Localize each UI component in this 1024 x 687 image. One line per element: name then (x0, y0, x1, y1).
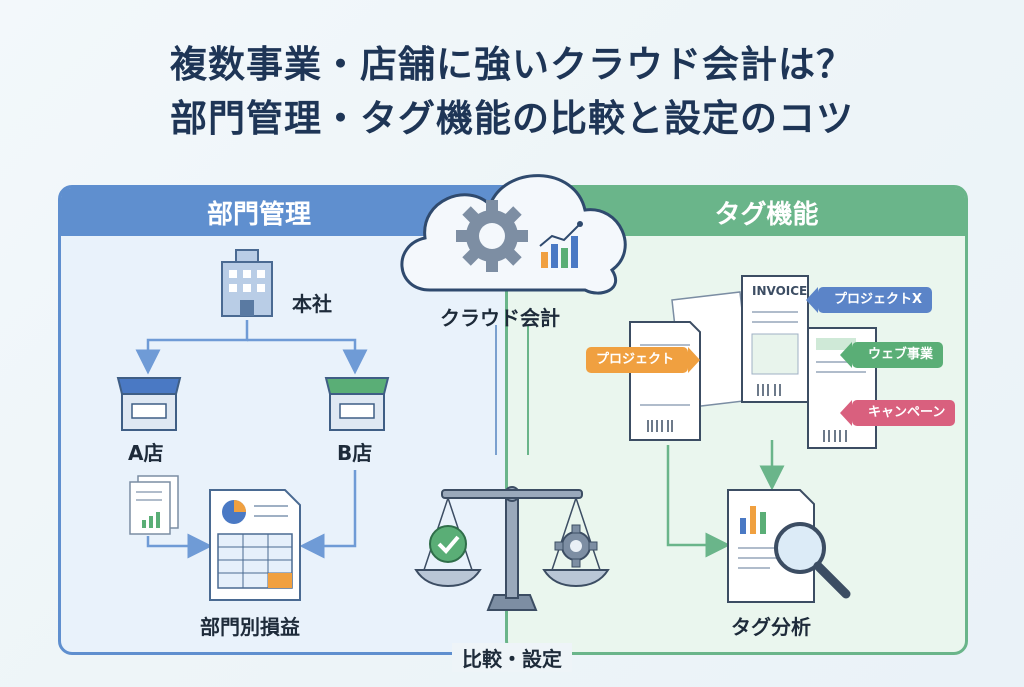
tag-web-business: ウェブ事業 (839, 342, 944, 368)
department-report-icon (209, 489, 301, 601)
invoice-title: INVOICE (752, 284, 808, 298)
store-b-label: B店 (337, 441, 373, 465)
headquarters-label: 本社 (292, 292, 332, 316)
tag-analysis-icon (727, 489, 815, 603)
balance-scale-icon (414, 486, 610, 611)
magnifier-icon (774, 522, 851, 599)
tag-project: プロジェクト (586, 347, 701, 373)
tag-analysis-label: タグ分析 (731, 615, 811, 639)
department-report-label: 部門別損益 (200, 615, 300, 639)
tag-project-x: プロジェクトX (805, 287, 933, 313)
check-icon (429, 525, 467, 563)
store-a-documents-icon (129, 475, 179, 535)
page-title-line2: 部門管理・タグ機能の比較と設定のコツ (170, 97, 854, 140)
compare-settings-label: 比較・設定 (452, 643, 572, 672)
store-b-icon (324, 377, 390, 431)
settings-gear-icon (554, 524, 598, 568)
store-a-icon (116, 377, 182, 431)
page-title-line1: 複数事業・店舗に強いクラウド会計は？ (170, 43, 854, 86)
gear-icon (456, 200, 528, 272)
cloud-accounting-label: クラウド会計 (440, 306, 560, 330)
growth-chart-icon (539, 221, 583, 268)
store-a-label: A店 (128, 441, 164, 465)
headquarters-building-icon (221, 249, 273, 317)
tag-campaign: キャンペーン (839, 400, 956, 426)
